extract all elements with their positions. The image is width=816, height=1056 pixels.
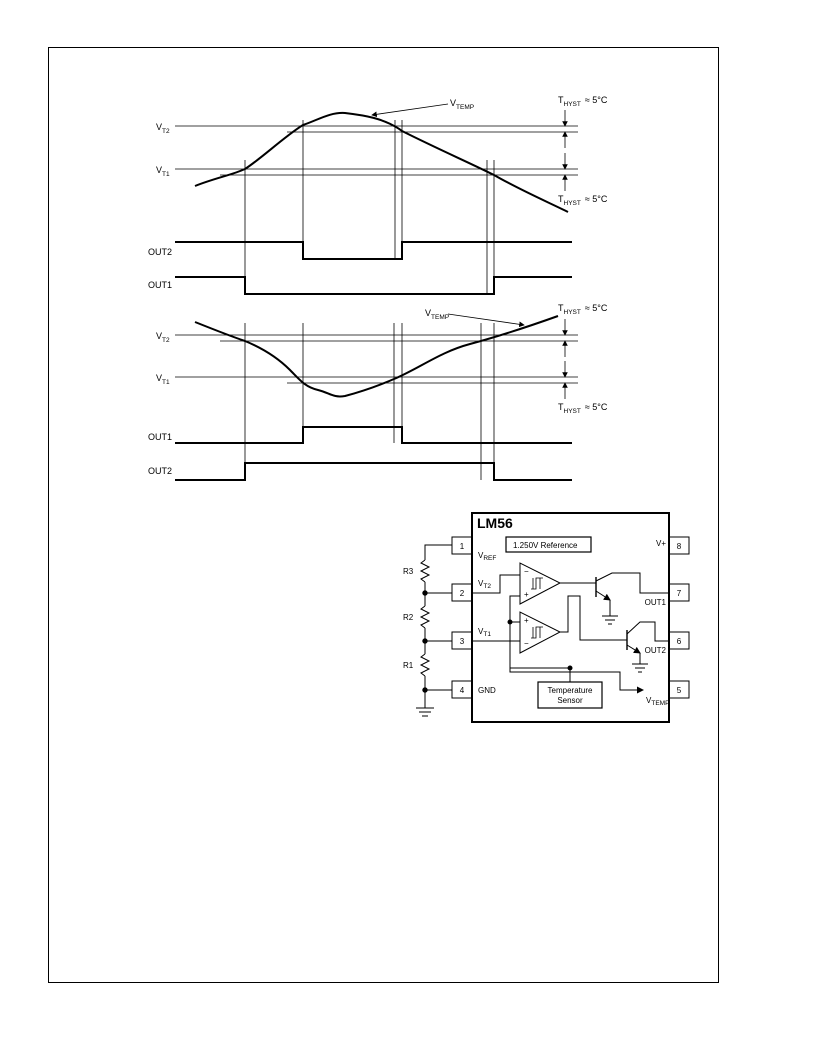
timing-diagram-bottom — [175, 313, 578, 481]
pin-3-label: 3 — [460, 637, 465, 646]
junction-dot — [422, 638, 428, 644]
hyst-label-upper: THYST≈ 5°C — [558, 95, 608, 108]
vt1-label: VT1 — [156, 165, 170, 178]
vtemp-wire — [509, 668, 644, 694]
hysteresis-symbol — [531, 626, 543, 639]
pin-4-label: 4 — [460, 686, 465, 695]
out2-waveform — [175, 462, 572, 481]
pin-5-label: 5 — [677, 686, 682, 695]
comp2-minus: − — [524, 639, 529, 648]
vtemp-pointer — [371, 103, 449, 118]
page-frame — [48, 47, 719, 983]
vtemp-pin-name: VTEMP — [646, 696, 669, 707]
r3-label: R3 — [403, 567, 414, 576]
vt2-label: VT2 — [156, 331, 170, 344]
comparator-vt2 — [519, 562, 562, 605]
gnd-pin-name: GND — [478, 686, 496, 695]
out1-waveform — [175, 426, 572, 444]
out1-label: OUT1 — [148, 432, 172, 442]
comp2-plus: + — [524, 616, 529, 625]
timing-bottom-labels: VT2 VT1 VTEMP THYST≈ 5°C THYST≈ 5°C OUT1… — [148, 303, 608, 476]
vt1-pin-name: VT1 — [478, 627, 491, 638]
out1-waveform — [175, 276, 572, 295]
sensor-label-1: Temperature — [548, 686, 593, 695]
transistor-q1 — [595, 590, 611, 601]
vt2-wire — [472, 574, 520, 594]
reference-label: 1.250V Reference — [513, 541, 578, 550]
vtemp-curve — [194, 111, 569, 213]
timing-top-labels: VT2 VT1 VTEMP THYST≈ 5°C THYST≈ 5°C OUT2… — [148, 95, 608, 290]
vtemp-label: VTEMP — [450, 98, 474, 111]
out2-pin-name: OUT2 — [645, 646, 667, 655]
out1-label: OUT1 — [148, 280, 172, 290]
out2-waveform — [175, 241, 572, 260]
pin-8-label: 8 — [677, 542, 682, 551]
junction-dot — [567, 665, 573, 671]
sensor-label-2: Sensor — [557, 696, 583, 705]
hysteresis-symbol — [531, 577, 543, 590]
vt2-label: VT2 — [156, 122, 170, 135]
vref-pin-name: VREF — [478, 551, 496, 562]
q2-base-wire — [560, 595, 627, 641]
r2-label: R2 — [403, 613, 414, 622]
chip-title: LM56 — [477, 515, 513, 531]
resistor-r2 — [419, 605, 431, 629]
out2-label: OUT2 — [148, 247, 172, 257]
out1-wire — [595, 572, 669, 594]
junction-dot — [507, 619, 513, 625]
pin-5 — [668, 680, 690, 699]
pin-8 — [668, 536, 690, 555]
resistor-r3 — [419, 559, 431, 583]
out1-pin-name: OUT1 — [645, 598, 667, 607]
timing-diagram-top — [175, 103, 578, 295]
vtemp-curve — [194, 315, 559, 398]
r1-label: R1 — [403, 661, 414, 670]
out2-label: OUT2 — [148, 466, 172, 476]
vtemp-label: VTEMP — [425, 308, 449, 321]
pin-2-label: 2 — [460, 589, 465, 598]
transistor-q2 — [626, 644, 641, 654]
comp1-plus: + — [524, 590, 529, 599]
pin-1-label: 1 — [460, 542, 465, 551]
pin-7-label: 7 — [677, 589, 682, 598]
comparator-vt1 — [519, 611, 562, 654]
vt1-label: VT1 — [156, 373, 170, 386]
vplus-pin-name: V+ — [656, 539, 666, 548]
hyst-label-lower: THYST≈ 5°C — [558, 402, 608, 415]
resistor-r1 — [419, 653, 431, 677]
vtemp-pointer — [447, 313, 525, 328]
block-diagram — [416, 512, 690, 723]
junction-dot — [422, 687, 428, 693]
pin-6-label: 6 — [677, 637, 682, 646]
vt2-pin-name: VT2 — [478, 579, 491, 590]
chip-body — [471, 512, 670, 723]
comp1-minus: − — [524, 567, 529, 576]
vref-wire — [424, 544, 452, 560]
block-diagram-labels: LM56 1.250V Reference Temperature Sensor… — [403, 515, 682, 707]
hyst-label-lower: THYST≈ 5°C — [558, 194, 608, 207]
out2-wire — [626, 621, 669, 642]
hyst-label-upper: THYST≈ 5°C — [558, 303, 608, 316]
junction-dot — [422, 590, 428, 596]
reference-box — [505, 536, 592, 553]
sensor-wire — [509, 595, 571, 682]
